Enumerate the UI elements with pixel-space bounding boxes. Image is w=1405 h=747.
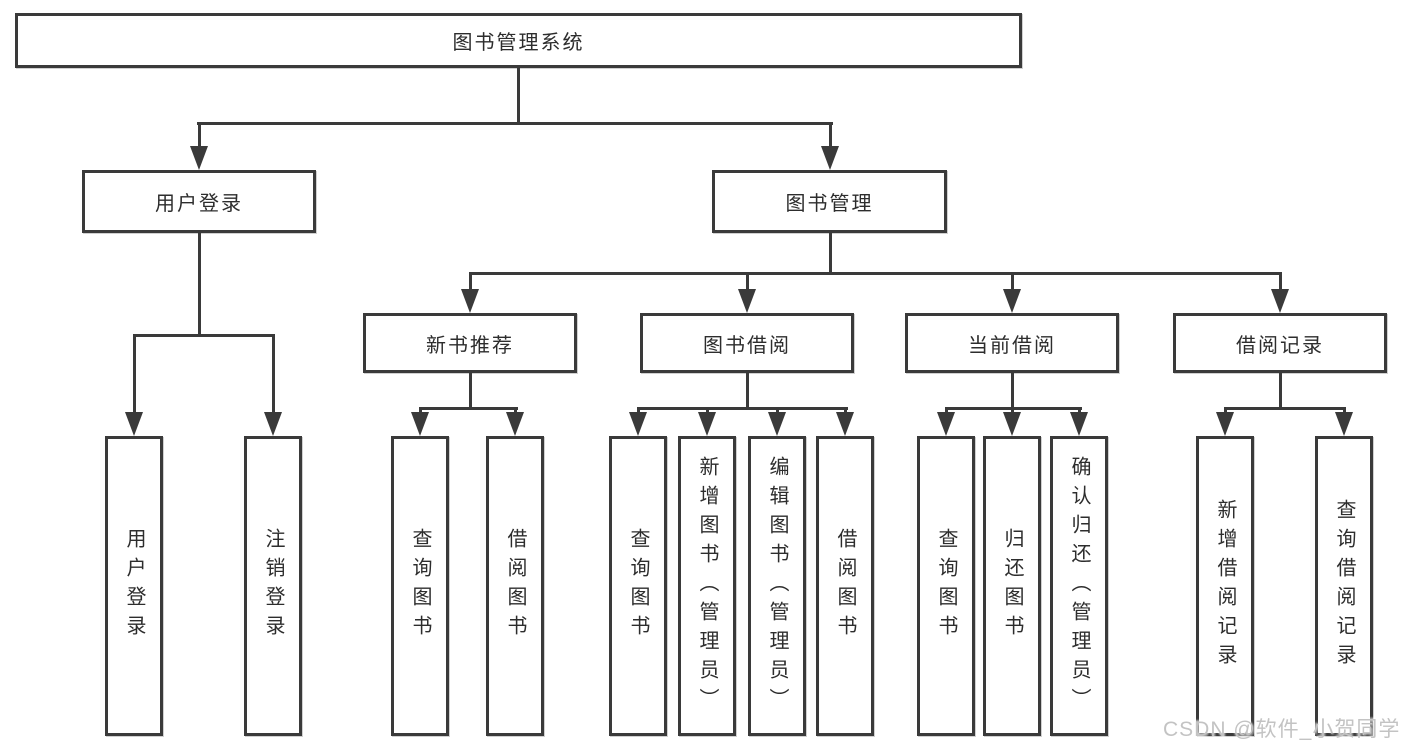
connector-line <box>1224 407 1346 410</box>
connector-line <box>419 407 518 410</box>
arrowhead-down <box>411 412 429 436</box>
arrowhead-down <box>698 412 716 436</box>
connector-line <box>469 373 472 410</box>
node-borrowing-query-books: 查询图书 <box>609 436 667 736</box>
arrowhead-down <box>629 412 647 436</box>
connector-line <box>197 122 833 125</box>
node-borrowing-add-books-admin: 新增图书（管理员） <box>678 436 736 736</box>
node-borrowing-borrow-books: 借阅图书 <box>816 436 874 736</box>
node-current-return-books: 归还图书 <box>983 436 1041 736</box>
connector-line <box>829 122 832 150</box>
node-logout: 注销登录 <box>244 436 302 736</box>
connector-line <box>1279 373 1282 410</box>
csdn-watermark: CSDN @软件_小贺同学 <box>1163 718 1401 741</box>
node-records-query-borrow-record: 查询借阅记录 <box>1315 436 1373 736</box>
connector-line <box>198 122 201 150</box>
node-recommend-query-books: 查询图书 <box>391 436 449 736</box>
connector-line <box>469 272 1282 275</box>
connector-line <box>746 373 749 410</box>
node-new-book-recommendation: 新书推荐 <box>363 313 577 373</box>
node-current-confirm-return-admin: 确认归还（管理员） <box>1050 436 1108 736</box>
connector-line <box>637 407 848 410</box>
node-recommend-borrow-books: 借阅图书 <box>486 436 544 736</box>
node-user-login-leaf: 用户登录 <box>105 436 163 736</box>
arrowhead-down <box>190 146 208 170</box>
connector-line <box>198 233 201 337</box>
node-borrowing-records: 借阅记录 <box>1173 313 1387 373</box>
connector-line <box>746 272 749 292</box>
arrowhead-down <box>125 412 143 436</box>
arrowhead-down <box>1335 412 1353 436</box>
connector-line <box>272 334 275 414</box>
node-book-management: 图书管理 <box>712 170 947 233</box>
node-current-borrowing: 当前借阅 <box>905 313 1119 373</box>
connector-line <box>1011 272 1014 292</box>
connector-line <box>469 272 472 292</box>
arrowhead-down <box>1003 289 1021 313</box>
connector-line <box>133 334 275 337</box>
arrowhead-down <box>821 146 839 170</box>
arrowhead-down <box>264 412 282 436</box>
node-records-add-borrow-record: 新增借阅记录 <box>1196 436 1254 736</box>
arrowhead-down <box>461 289 479 313</box>
arrowhead-down <box>506 412 524 436</box>
connector-line <box>1279 272 1282 292</box>
node-book-borrowing: 图书借阅 <box>640 313 854 373</box>
arrowhead-down <box>836 412 854 436</box>
node-current-query-books: 查询图书 <box>917 436 975 736</box>
node-borrowing-edit-books-admin: 编辑图书（管理员） <box>748 436 806 736</box>
connector-line <box>1011 373 1014 410</box>
arrowhead-down <box>1070 412 1088 436</box>
node-user-login: 用户登录 <box>82 170 316 233</box>
arrowhead-down <box>937 412 955 436</box>
arrowhead-down <box>1216 412 1234 436</box>
arrowhead-down <box>1271 289 1289 313</box>
arrowhead-down <box>738 289 756 313</box>
connector-line <box>133 334 136 414</box>
arrowhead-down <box>768 412 786 436</box>
connector-line <box>517 68 520 124</box>
connector-line <box>829 233 832 275</box>
arrowhead-down <box>1003 412 1021 436</box>
node-root: 图书管理系统 <box>15 13 1022 68</box>
